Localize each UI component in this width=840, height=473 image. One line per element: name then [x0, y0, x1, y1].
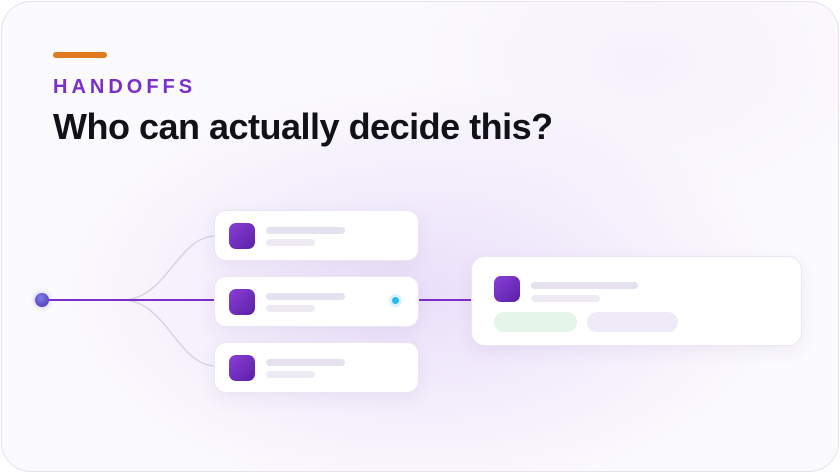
page-title: Who can actually decide this? [53, 106, 553, 147]
option-card-1[interactable] [214, 210, 419, 261]
green-pill [494, 312, 577, 332]
placeholder-line [266, 239, 315, 246]
connector-to-option-1 [121, 235, 217, 301]
lavender-pill [587, 312, 678, 332]
placeholder-line [266, 305, 315, 312]
status-dot-icon [392, 297, 399, 304]
destination-card[interactable] [471, 256, 802, 346]
accent-bar [53, 52, 107, 58]
option-card-3[interactable] [214, 342, 419, 393]
placeholder-line [266, 293, 345, 300]
eyebrow-label: HANDOFFS [53, 76, 197, 98]
placeholder-line [266, 371, 315, 378]
placeholder-line [531, 282, 638, 289]
placeholder-line [266, 227, 345, 234]
avatar-chip-icon [229, 355, 255, 381]
avatar-chip-icon [229, 289, 255, 315]
option-card-2[interactable] [214, 276, 419, 327]
placeholder-line [266, 359, 345, 366]
source-node-dot [35, 293, 49, 307]
connector-to-option-3 [121, 299, 217, 367]
avatar-chip-icon [229, 223, 255, 249]
placeholder-line [531, 295, 600, 302]
avatar-chip-icon [494, 276, 520, 302]
